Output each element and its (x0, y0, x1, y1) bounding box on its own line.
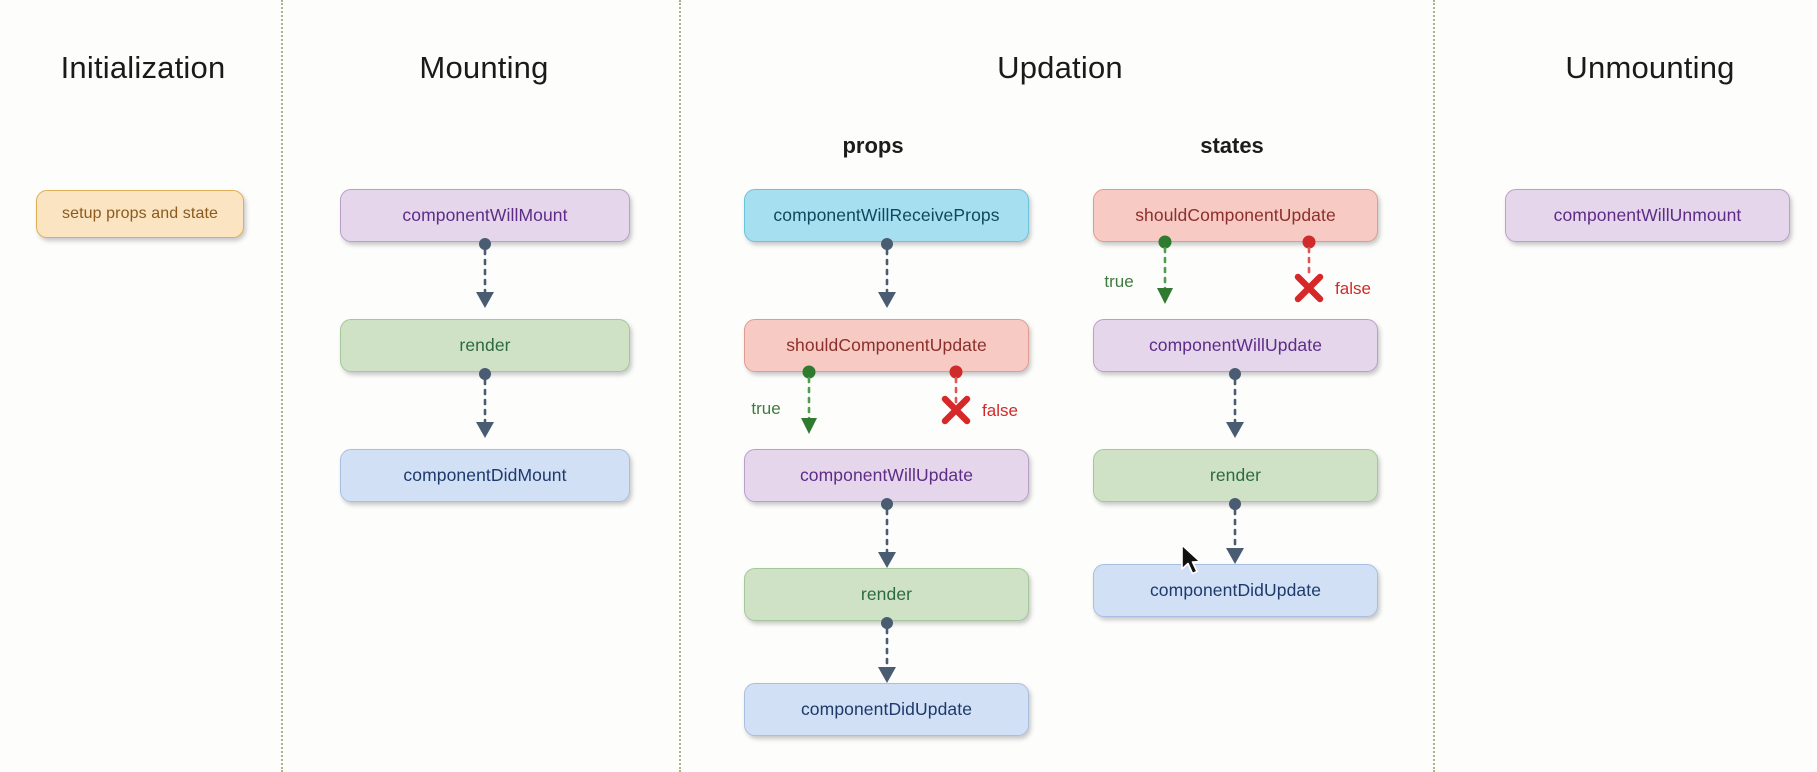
subcolumn-title-states: states (1200, 133, 1264, 158)
branch-label-false-props: false (982, 401, 1018, 420)
connector-receive-props-to-should-update (872, 238, 902, 310)
node-should-component-update-states[interactable]: shouldComponentUpdate (1093, 189, 1378, 242)
node-component-did-mount[interactable]: componentDidMount (340, 449, 630, 502)
connector-will-update-to-render-props (872, 498, 902, 570)
column-title-initialization: Initialization (60, 50, 226, 85)
node-component-will-update-states[interactable]: componentWillUpdate (1093, 319, 1378, 372)
connector-will-mount-to-render (470, 238, 500, 310)
false-x-icon-props (939, 393, 973, 427)
node-component-will-receive-props[interactable]: componentWillReceiveProps (744, 189, 1029, 242)
column-title-mounting: Mounting (419, 50, 549, 85)
branch-label-false-states: false (1335, 279, 1371, 298)
node-component-will-mount[interactable]: componentWillMount (340, 189, 630, 242)
node-render-states[interactable]: render (1093, 449, 1378, 502)
subcolumn-title-props: props (842, 133, 904, 158)
column-divider-1 (281, 0, 283, 772)
node-component-did-update-props[interactable]: componentDidUpdate (744, 683, 1029, 736)
column-divider-3 (1433, 0, 1435, 772)
node-render-props[interactable]: render (744, 568, 1029, 621)
branch-label-true-props: true (751, 399, 781, 418)
connector-render-to-did-update-props (872, 617, 902, 685)
node-render-mounting[interactable]: render (340, 319, 630, 372)
branch-true-props (796, 365, 822, 438)
node-component-will-unmount[interactable]: componentWillUnmount (1505, 189, 1790, 242)
branch-false-props (943, 365, 969, 418)
node-component-did-update-states[interactable]: componentDidUpdate (1093, 564, 1378, 617)
column-divider-2 (679, 0, 681, 772)
branch-false-states (1296, 235, 1322, 288)
column-title-updation: Updation (997, 50, 1123, 85)
node-component-will-update-props[interactable]: componentWillUpdate (744, 449, 1029, 502)
connector-will-update-to-render-states (1220, 368, 1250, 440)
node-should-component-update-props[interactable]: shouldComponentUpdate (744, 319, 1029, 372)
node-setup-props-and-state[interactable]: setup props and state (36, 190, 244, 238)
branch-true-states (1152, 235, 1178, 308)
connector-render-to-did-mount (470, 368, 500, 440)
connector-render-to-did-update-states (1220, 498, 1250, 566)
branch-label-true-states: true (1104, 272, 1134, 291)
column-title-unmounting: Unmounting (1565, 50, 1735, 85)
false-x-icon-states (1292, 271, 1326, 305)
